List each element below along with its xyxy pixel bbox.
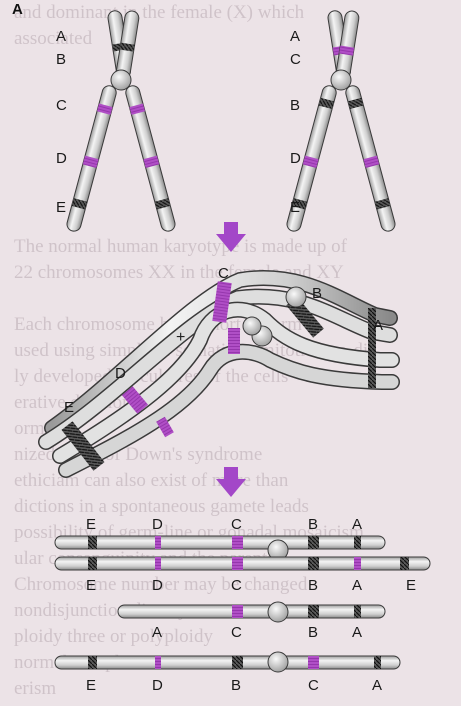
band-label: E bbox=[406, 577, 416, 594]
chromosome-label: B bbox=[290, 97, 300, 114]
band-label: E bbox=[86, 677, 96, 694]
pairing-label: D bbox=[115, 365, 126, 382]
band-label: A bbox=[352, 577, 362, 594]
bottom-row-1: E D C B A bbox=[55, 516, 385, 560]
band-label: C bbox=[231, 577, 242, 594]
chromosome-label: E bbox=[290, 199, 300, 216]
band-label: B bbox=[308, 516, 318, 533]
band-label: A bbox=[372, 677, 382, 694]
band-label: B bbox=[308, 624, 318, 641]
band-label: E bbox=[86, 577, 96, 594]
down-arrow-icon bbox=[216, 467, 246, 497]
bottom-row-4: E D B C A bbox=[55, 652, 400, 694]
pairing-label: C bbox=[218, 265, 229, 282]
chromosome-label: B bbox=[56, 51, 66, 68]
bottom-row-2: E D C B A E bbox=[55, 557, 430, 594]
band-label: C bbox=[231, 516, 242, 533]
pairing-label: E bbox=[64, 399, 74, 416]
band-label: C bbox=[231, 624, 242, 641]
crossover-mark: + bbox=[176, 329, 185, 346]
band-label: C bbox=[308, 677, 319, 694]
band-label: E bbox=[86, 516, 96, 533]
pairing-diagram: + C B A D E bbox=[46, 265, 392, 471]
band-label: A bbox=[352, 624, 362, 641]
bottom-row-3: A C B A bbox=[118, 602, 385, 641]
band-label: B bbox=[231, 677, 241, 694]
chromosome-label: C bbox=[290, 51, 301, 68]
band-label: A bbox=[352, 516, 362, 533]
chromosome-label: D bbox=[56, 150, 67, 167]
panel-label: A bbox=[12, 1, 23, 18]
band-label: D bbox=[152, 577, 163, 594]
pairing-label: B bbox=[312, 285, 322, 302]
down-arrow-icon bbox=[216, 222, 246, 252]
chromosome-label: E bbox=[56, 199, 66, 216]
chromosome-label: A bbox=[290, 28, 300, 45]
band-label: B bbox=[308, 577, 318, 594]
band-label: D bbox=[152, 677, 163, 694]
top-right-chromosome: A C B D E bbox=[285, 10, 396, 233]
chromosome-label: A bbox=[56, 28, 66, 45]
chromosome-label: C bbox=[56, 97, 67, 114]
centromere bbox=[331, 70, 351, 90]
band-label: D bbox=[152, 516, 163, 533]
chromosome-label: D bbox=[290, 150, 301, 167]
centromere bbox=[111, 70, 131, 90]
top-left-chromosome: A B C D E bbox=[56, 10, 177, 233]
band-label: A bbox=[152, 624, 162, 641]
pairing-label: A bbox=[373, 317, 383, 334]
